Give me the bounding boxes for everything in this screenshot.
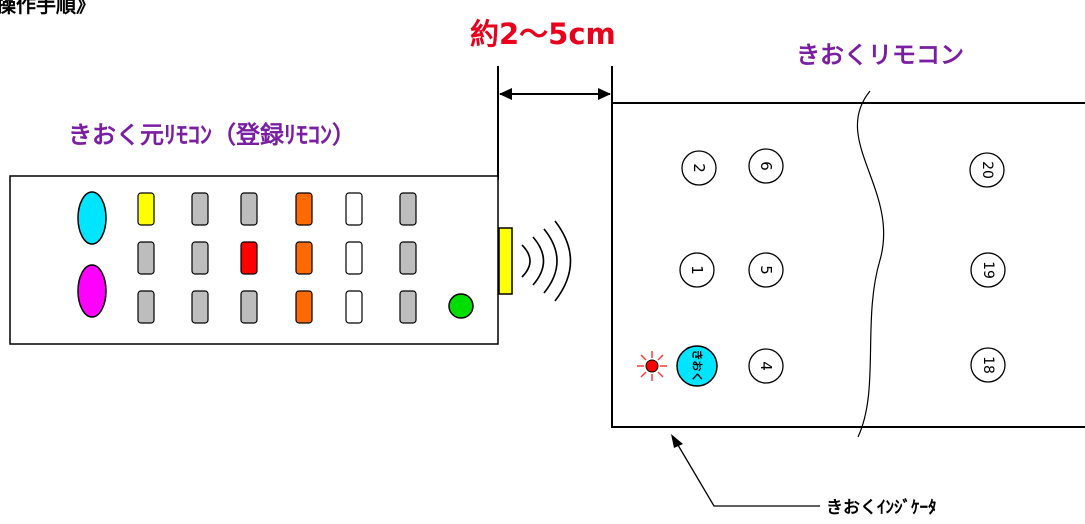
learn-button[interactable]: きおく bbox=[676, 345, 718, 387]
remote-key-white[interactable] bbox=[345, 241, 363, 275]
learn-button-label: きおく bbox=[691, 350, 704, 383]
remote-key[interactable] bbox=[399, 290, 417, 324]
source-remote-label: きおく元ﾘﾓｺﾝ（登録ﾘﾓｺﾝ） bbox=[68, 121, 356, 149]
number-button-19[interactable]: 19 bbox=[970, 252, 1006, 288]
remote-key[interactable] bbox=[191, 290, 209, 324]
remote-key[interactable] bbox=[137, 290, 155, 324]
number-button-label: 1 bbox=[688, 265, 706, 275]
number-button-label: 6 bbox=[757, 161, 775, 171]
number-button-5[interactable]: 5 bbox=[748, 252, 784, 288]
learning-remote-label: きおくリモコン bbox=[796, 41, 964, 69]
header-fragment: 操作手順》 bbox=[0, 0, 96, 17]
number-button-label: 18 bbox=[980, 356, 996, 374]
number-button-2[interactable]: 2 bbox=[681, 150, 717, 186]
source-remote bbox=[9, 175, 499, 345]
remote-key-white[interactable] bbox=[345, 290, 363, 324]
remote-key[interactable] bbox=[191, 241, 209, 275]
remote-key-yellow[interactable] bbox=[137, 192, 155, 226]
number-button-label: 20 bbox=[979, 161, 995, 179]
distance-label: 約2～5cm bbox=[470, 17, 616, 51]
remote-key[interactable] bbox=[240, 192, 258, 226]
magenta-oval-button[interactable] bbox=[77, 264, 107, 318]
indicator-label: きおくｲﾝｼﾞｹｰﾀ bbox=[826, 497, 937, 518]
number-button-label: 4 bbox=[757, 361, 775, 371]
number-button-label: 5 bbox=[757, 265, 775, 275]
indicator-callout-arrow bbox=[671, 434, 820, 507]
remote-key[interactable] bbox=[240, 290, 258, 324]
number-button-label: 2 bbox=[690, 163, 708, 173]
distance-arrow bbox=[499, 88, 611, 100]
ir-signal-waves-icon bbox=[521, 220, 572, 302]
remote-key-orange[interactable] bbox=[295, 241, 313, 275]
number-button-label: 19 bbox=[980, 261, 996, 279]
remote-key[interactable] bbox=[137, 241, 155, 275]
number-button-18[interactable]: 18 bbox=[970, 347, 1006, 383]
remote-key[interactable] bbox=[191, 192, 209, 226]
number-button-1[interactable]: 1 bbox=[679, 252, 715, 288]
ir-emitter-window bbox=[498, 227, 513, 295]
indicator-led-icon bbox=[637, 351, 667, 381]
green-round-button[interactable] bbox=[448, 293, 474, 319]
remote-key-white[interactable] bbox=[345, 192, 363, 226]
remote-key-red[interactable] bbox=[240, 241, 258, 275]
number-button-4[interactable]: 4 bbox=[748, 348, 784, 384]
number-button-6[interactable]: 6 bbox=[748, 148, 784, 184]
cyan-oval-button[interactable] bbox=[77, 191, 107, 245]
remote-key-orange[interactable] bbox=[295, 290, 313, 324]
remote-key-orange[interactable] bbox=[295, 192, 313, 226]
remote-key[interactable] bbox=[399, 241, 417, 275]
cutaway-wavy-line bbox=[857, 90, 885, 438]
number-button-20[interactable]: 20 bbox=[969, 152, 1005, 188]
learning-remote: 2 6 20 1 5 19 4 18 bbox=[611, 90, 1085, 438]
remote-key[interactable] bbox=[399, 192, 417, 226]
learning-remote-body bbox=[611, 102, 1085, 428]
